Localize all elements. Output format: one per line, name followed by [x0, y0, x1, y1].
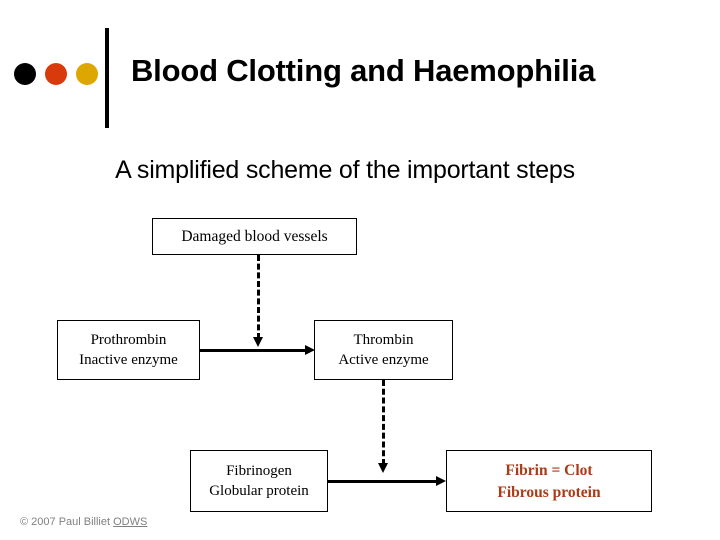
arrow-head-right-icon — [305, 345, 315, 355]
arrow-head-down-icon — [253, 337, 263, 347]
diagram-box-damaged-blood-vessels: Damaged blood vessels — [152, 218, 357, 255]
connector-shaft — [382, 380, 385, 465]
box-label-line1: Fibrinogen — [226, 462, 292, 479]
connector-shaft — [328, 480, 438, 483]
arrow-head-down-icon — [378, 463, 388, 473]
footer-odws-link[interactable]: ODWS — [113, 516, 148, 528]
connector-shaft — [257, 255, 260, 339]
bullet-dot-gold-icon — [76, 63, 98, 85]
box-label-line1: Prothrombin — [90, 331, 167, 348]
box-label-line2: Globular protein — [209, 482, 309, 499]
footer-credit: © 2007 Paul Billiet ODWS — [20, 516, 147, 528]
diagram-box-prothrombin: Prothrombin Inactive enzyme — [57, 320, 200, 380]
bullet-dot-red-icon — [45, 63, 67, 85]
box-label-line2: Inactive enzyme — [79, 351, 178, 368]
arrow-head-right-icon — [436, 476, 446, 486]
connector-shaft — [200, 349, 307, 352]
diagram-box-fibrinogen: Fibrinogen Globular protein — [190, 450, 328, 512]
diagram-box-fibrin-clot: Fibrin = Clot Fibrous protein — [446, 450, 652, 512]
page-subtitle: A simplified scheme of the important ste… — [115, 156, 575, 184]
box-label-line1: Fibrin = Clot — [505, 461, 593, 479]
header-divider — [105, 28, 109, 128]
footer-copyright-text: © 2007 Paul Billiet — [20, 516, 114, 528]
box-label-line2: Active enzyme — [338, 351, 429, 368]
bullet-dot-black-icon — [14, 63, 36, 85]
box-label-line1: Thrombin — [353, 331, 414, 348]
diagram-box-thrombin: Thrombin Active enzyme — [314, 320, 453, 380]
box-label-line2: Fibrous protein — [497, 483, 601, 501]
box-label-line1: Damaged blood vessels — [181, 228, 328, 245]
page-title: Blood Clotting and Haemophilia — [131, 53, 596, 88]
